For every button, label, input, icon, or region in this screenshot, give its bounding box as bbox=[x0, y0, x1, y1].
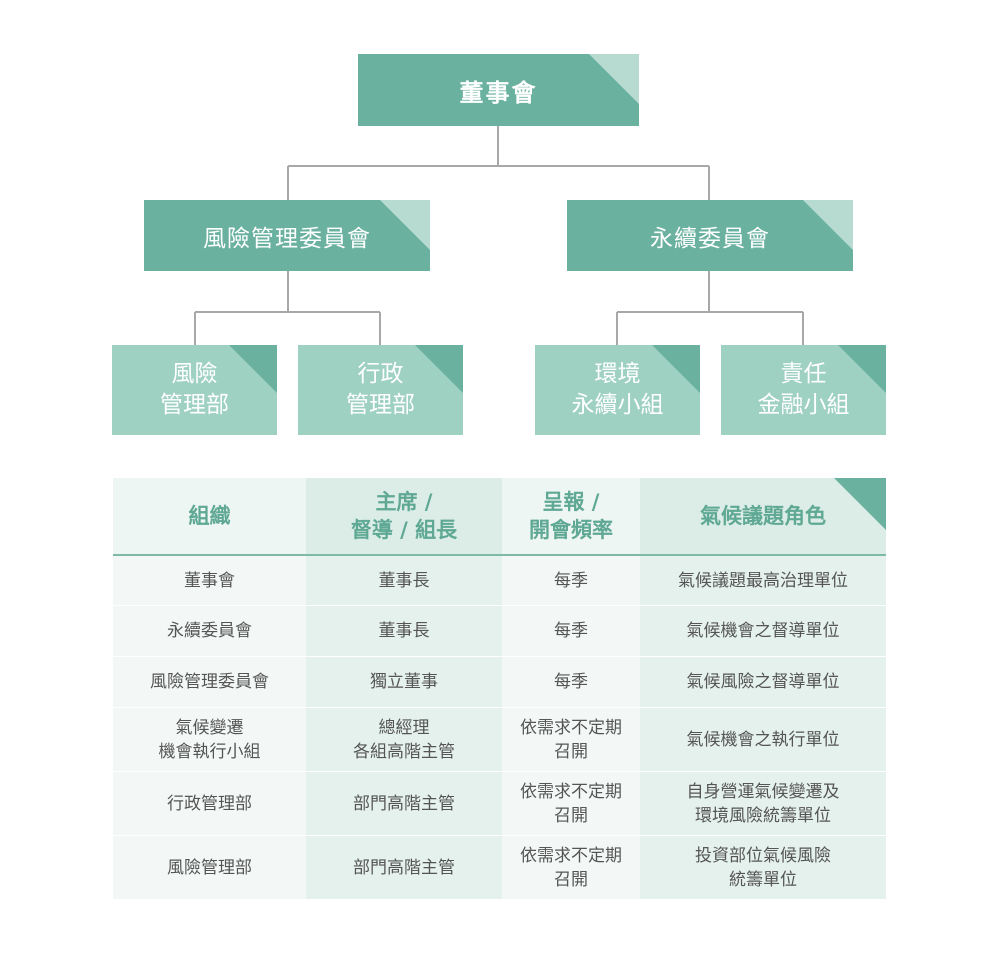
table-cell: 依需求不定期 召開 bbox=[502, 772, 640, 836]
table-cell: 氣候風險之督導單位 bbox=[640, 657, 886, 708]
board-connector bbox=[287, 126, 710, 200]
risk-committee-connector bbox=[194, 271, 381, 345]
table-row: 風險管理委員會 獨立董事 每季 氣候風險之督導單位 bbox=[113, 657, 886, 708]
admin-management-dept-box: 行政 管理部 bbox=[298, 345, 463, 435]
table-row: 風險管理部 部門高階主管 依需求不定期 召開 投資部位氣候風險 統籌單位 bbox=[113, 836, 886, 900]
table-cell: 氣候變遷 機會執行小組 bbox=[113, 708, 306, 772]
table-cell: 董事長 bbox=[306, 606, 502, 657]
table-cell: 氣候機會之執行單位 bbox=[640, 708, 886, 772]
table-cell: 投資部位氣候風險 統籌單位 bbox=[640, 836, 886, 900]
header-frequency: 呈報 / 開會頻率 bbox=[502, 478, 640, 554]
environment-team-box: 環境 永續小組 bbox=[535, 345, 700, 435]
header-role-label: 氣候議題角色 bbox=[700, 504, 826, 528]
table-cell: 永續委員會 bbox=[113, 606, 306, 657]
table-cell: 氣候機會之督導單位 bbox=[640, 606, 886, 657]
table-row: 行政管理部 部門高階主管 依需求不定期 召開 自身營運氣候變遷及 環境風險統籌單… bbox=[113, 772, 886, 836]
header-organization: 組織 bbox=[113, 478, 306, 554]
table-row: 永續委員會 董事長 每季 氣候機會之督導單位 bbox=[113, 606, 886, 657]
table-cell: 每季 bbox=[502, 606, 640, 657]
table-cell: 獨立董事 bbox=[306, 657, 502, 708]
table-cell: 部門高階主管 bbox=[306, 772, 502, 836]
table-cell: 風險管理委員會 bbox=[113, 657, 306, 708]
environment-team-label: 環境 永續小組 bbox=[571, 361, 664, 418]
table-cell: 每季 bbox=[502, 556, 640, 606]
responsible-finance-team-label: 責任 金融小組 bbox=[757, 361, 850, 418]
table-cell: 風險管理部 bbox=[113, 836, 306, 900]
risk-committee-label: 風險管理委員會 bbox=[203, 225, 371, 252]
risk-management-dept-label: 風險 管理部 bbox=[160, 361, 229, 418]
table-cell: 董事會 bbox=[113, 556, 306, 606]
risk-committee-box: 風險管理委員會 bbox=[144, 200, 430, 271]
table-cell: 自身營運氣候變遷及 環境風險統籌單位 bbox=[640, 772, 886, 836]
table-cell: 董事長 bbox=[306, 556, 502, 606]
header-role: 氣候議題角色 bbox=[640, 478, 886, 554]
responsible-finance-team-box: 責任 金融小組 bbox=[721, 345, 886, 435]
table-cell: 依需求不定期 召開 bbox=[502, 836, 640, 900]
table-cell: 部門高階主管 bbox=[306, 836, 502, 900]
admin-management-dept-label: 行政 管理部 bbox=[346, 361, 415, 418]
governance-table: 組織 主席 / 督導 / 組長 呈報 / 開會頻率 氣候議題角色 董事會 董事長… bbox=[113, 478, 886, 900]
risk-management-dept-box: 風險 管理部 bbox=[112, 345, 277, 435]
sustainability-committee-connector bbox=[616, 271, 804, 345]
header-chair: 主席 / 督導 / 組長 bbox=[306, 478, 502, 554]
table-cell: 總經理 各組高階主管 bbox=[306, 708, 502, 772]
board-label: 董事會 bbox=[459, 78, 538, 107]
table-cell: 氣候議題最高治理單位 bbox=[640, 556, 886, 606]
table-row: 董事會 董事長 每季 氣候議題最高治理單位 bbox=[113, 556, 886, 606]
header-divider bbox=[113, 554, 886, 556]
table-row: 氣候變遷 機會執行小組 總經理 各組高階主管 依需求不定期 召開 氣候機會之執行… bbox=[113, 708, 886, 772]
table-header-row: 組織 主席 / 督導 / 組長 呈報 / 開會頻率 氣候議題角色 bbox=[113, 478, 886, 554]
sustainability-committee-label: 永續委員會 bbox=[650, 225, 770, 252]
table-cell: 依需求不定期 召開 bbox=[502, 708, 640, 772]
table-cell: 每季 bbox=[502, 657, 640, 708]
table-cell: 行政管理部 bbox=[113, 772, 306, 836]
board-box: 董事會 bbox=[358, 54, 639, 126]
sustainability-committee-box: 永續委員會 bbox=[567, 200, 853, 271]
